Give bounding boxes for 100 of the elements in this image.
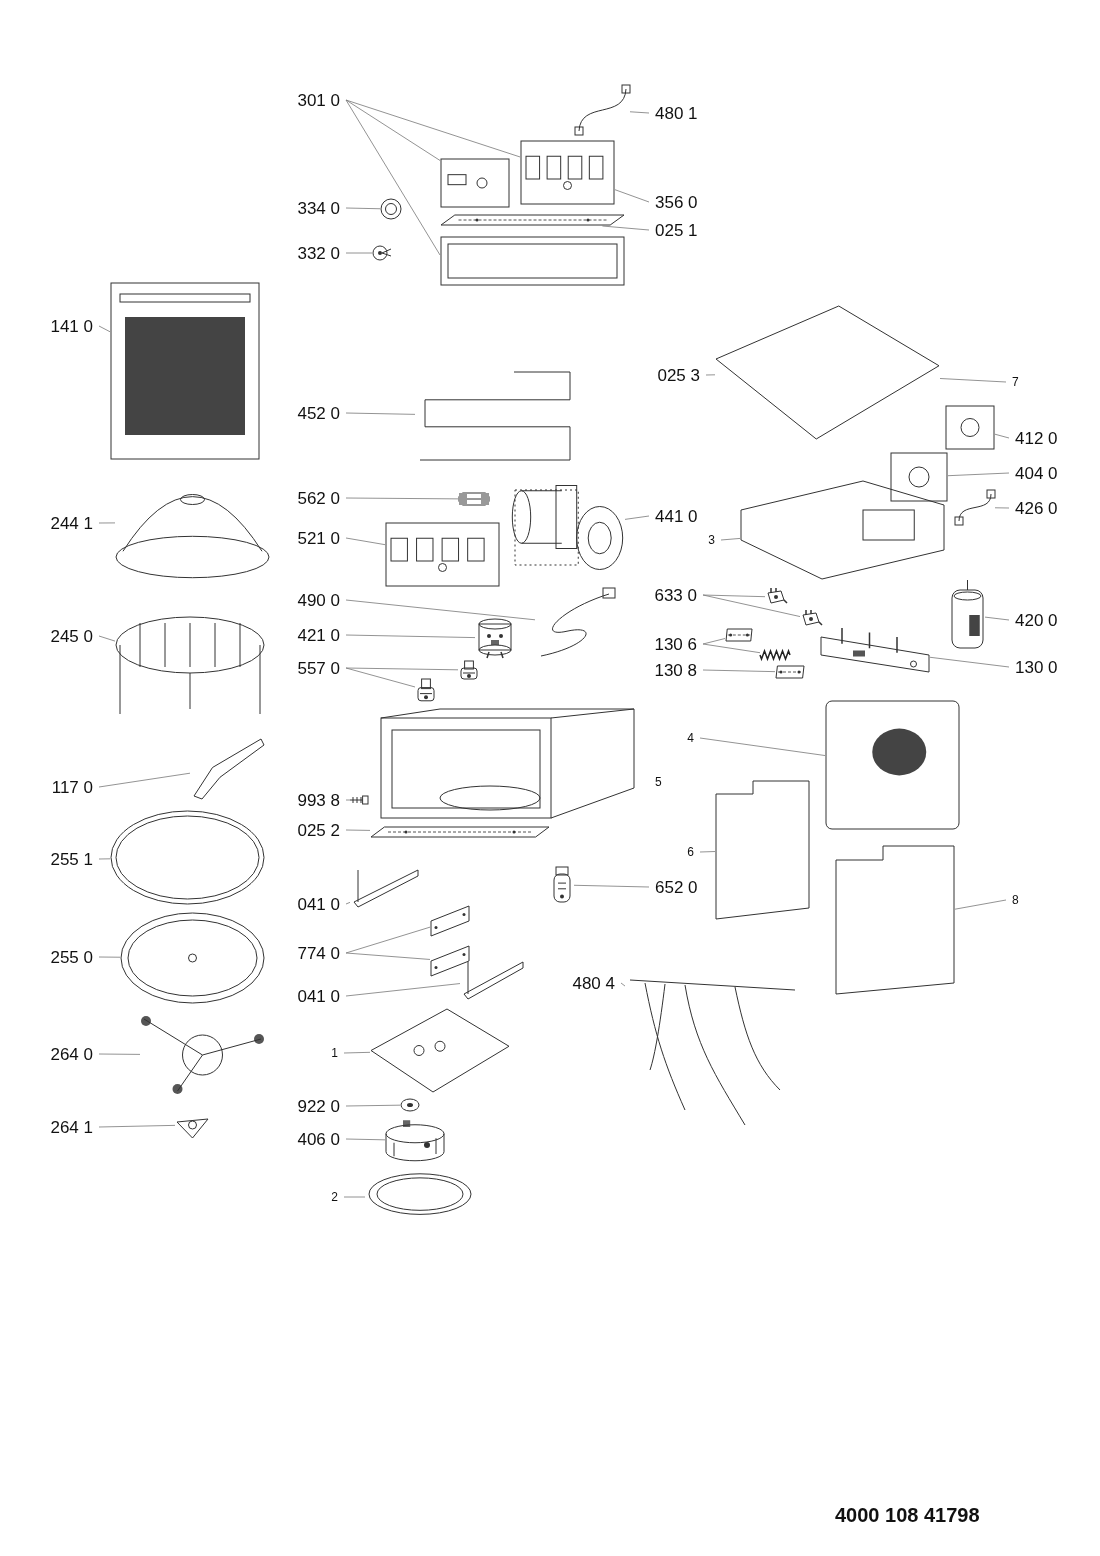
latch-drawing [775, 665, 805, 679]
leader-line [345, 634, 476, 638]
leader-line [345, 599, 536, 621]
callout-number: 452 0 [297, 404, 340, 422]
callout-number: 652 0 [655, 878, 698, 896]
callout-number: 255 0 [50, 948, 93, 966]
leader-line [602, 225, 650, 231]
leader-line [345, 983, 461, 997]
leader-line [699, 851, 716, 853]
callout-number: 301 0 [297, 91, 340, 109]
base-plate-drawing [370, 1008, 510, 1093]
callout-number: 521 0 [297, 529, 340, 547]
transformer-drawing [945, 405, 995, 450]
leader-line [947, 472, 1010, 477]
callout-number: 141 0 [50, 317, 93, 335]
callout-number: 041 0 [297, 987, 340, 1005]
callout-number: 412 0 [1015, 429, 1058, 447]
fascia-frame-drawing [440, 236, 625, 286]
callout-number: 421 0 [297, 626, 340, 644]
knob-ring-drawing [380, 198, 402, 220]
switch-drawing [765, 588, 787, 606]
bracket-drawing [820, 628, 930, 673]
leader-line [343, 1051, 371, 1054]
callout-number: 426 0 [1015, 499, 1058, 517]
leader-line [345, 99, 441, 256]
callout-number: 922 0 [297, 1097, 340, 1115]
lamp-drawing [550, 866, 574, 904]
thermostat-drawing [458, 660, 480, 680]
leader-line [720, 538, 741, 541]
callout-number: 264 0 [50, 1045, 93, 1063]
leader-line [345, 1104, 401, 1107]
side-panel-drawing [715, 780, 810, 920]
leader-line [939, 378, 1007, 383]
callout-number: 264 1 [50, 1118, 93, 1136]
leader-line [345, 829, 371, 831]
leader-line [345, 537, 386, 546]
leader-line [343, 1196, 366, 1198]
leader-line [629, 111, 650, 114]
trim-strip-drawing [440, 214, 625, 226]
leader-line [345, 252, 373, 254]
knob-drawing [372, 243, 392, 263]
leader-line [929, 656, 1010, 668]
leader-line [699, 737, 826, 756]
circuit-board-drawing [385, 522, 500, 587]
leader-line [994, 507, 1010, 509]
leader-line [702, 669, 776, 673]
leader-line [573, 884, 650, 888]
callout-number: 2 [331, 1191, 338, 1203]
leader-line [345, 1138, 386, 1141]
part-number: 4000 108 41798 [835, 1505, 980, 1525]
control-board-drawing [520, 140, 615, 205]
leader-line [345, 497, 459, 500]
thermostat-drawing [415, 678, 437, 702]
callout-number: 480 4 [572, 974, 615, 992]
leader-line [624, 515, 650, 520]
leader-line [984, 616, 1010, 621]
leader-line [345, 901, 351, 905]
callout-number: 245 0 [50, 627, 93, 645]
filter-drawing [475, 618, 515, 658]
callout-number: 255 1 [50, 850, 93, 868]
callout-number: 025 1 [655, 221, 698, 239]
cover-panel-drawing [715, 305, 940, 440]
leader-line [98, 858, 111, 860]
leader-line [98, 522, 116, 524]
callout-number: 441 0 [655, 507, 698, 525]
callout-number: 130 8 [654, 661, 697, 679]
fuse-drawing [458, 492, 490, 506]
leader-line [98, 635, 116, 642]
leader-line [614, 189, 650, 203]
callout-number: 993 8 [297, 791, 340, 809]
callout-number: 480 1 [655, 104, 698, 122]
callout-number: 562 0 [297, 489, 340, 507]
callout-number: 8 [1012, 894, 1019, 906]
leader-line [345, 799, 351, 801]
bottom-strip-drawing [370, 826, 550, 838]
callout-number: 334 0 [297, 199, 340, 217]
door-drawing [110, 282, 260, 460]
leader-line [345, 667, 459, 671]
leader-line [345, 412, 416, 415]
callout-number: 5 [655, 776, 662, 788]
leader-line [705, 374, 716, 376]
callout-number: 025 3 [657, 366, 700, 384]
screw-drawing [350, 796, 368, 804]
callout-number: 7 [1012, 376, 1019, 388]
turntable-motor-drawing [385, 1118, 445, 1163]
washer-drawing [400, 1098, 420, 1112]
callout-number: 404 0 [1015, 464, 1058, 482]
callout-number: 633 0 [654, 586, 697, 604]
roller-ring-drawing [140, 1015, 265, 1095]
side-panel-drawing [835, 845, 955, 995]
leader-line [994, 433, 1010, 439]
leader-line [345, 926, 431, 954]
leader-line [620, 982, 626, 987]
leader-line [98, 1053, 141, 1055]
callout-number: 6 [687, 846, 694, 858]
callout-number: 041 0 [297, 895, 340, 913]
leader-line [702, 643, 761, 654]
leader-line [702, 638, 726, 645]
callout-number: 332 0 [297, 244, 340, 262]
callout-number: 490 0 [297, 591, 340, 609]
